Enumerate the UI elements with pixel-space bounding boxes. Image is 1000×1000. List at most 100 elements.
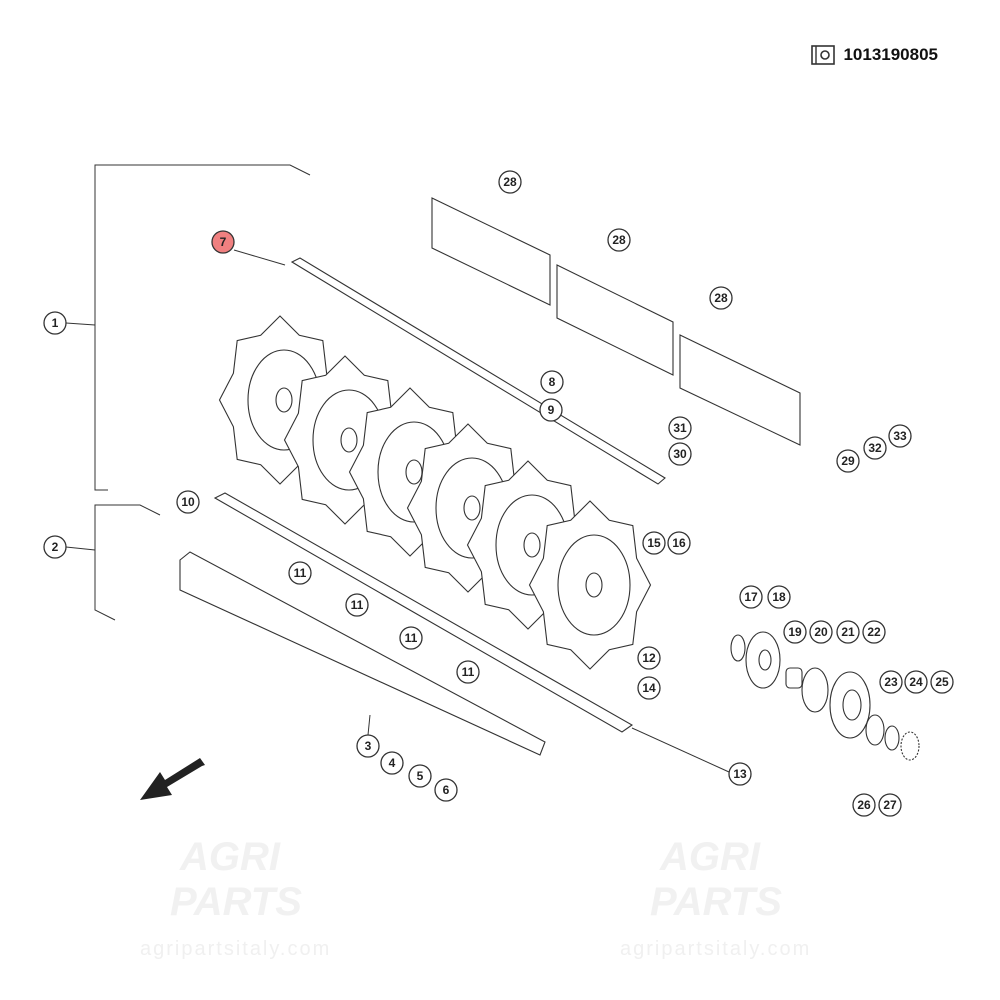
- callout-label: 27: [883, 798, 897, 812]
- callout-19[interactable]: 19: [783, 620, 807, 644]
- callout-14[interactable]: 14: [637, 676, 661, 700]
- watermark-logo: PARTS: [650, 880, 782, 924]
- callout-9[interactable]: 9: [539, 398, 563, 422]
- disc-bore: [585, 572, 603, 598]
- callout-25[interactable]: 25: [930, 670, 954, 694]
- callout-28[interactable]: 28: [607, 228, 631, 252]
- ring-23: [865, 714, 885, 746]
- callout-label: 33: [893, 429, 907, 443]
- panel-28-c: [679, 334, 801, 446]
- callout-26[interactable]: 26: [852, 793, 876, 817]
- callout-label: 19: [788, 625, 802, 639]
- callout-label: 3: [365, 739, 372, 753]
- disc-bore: [405, 459, 423, 485]
- callout-15[interactable]: 15: [642, 531, 666, 555]
- callout-11[interactable]: 11: [456, 660, 480, 684]
- callout-label: 13: [733, 767, 747, 781]
- callout-7[interactable]: 7: [211, 230, 235, 254]
- ring-24: [884, 725, 900, 751]
- callout-29[interactable]: 29: [836, 449, 860, 473]
- callout-label: 23: [884, 675, 898, 689]
- callout-2[interactable]: 2: [43, 535, 67, 559]
- direction-arrow: [140, 758, 205, 800]
- callout-label: 22: [867, 625, 881, 639]
- callout-label: 21: [841, 625, 855, 639]
- shaft-13: [213, 492, 634, 733]
- callout-5[interactable]: 5: [408, 764, 432, 788]
- ring-25: [900, 731, 920, 761]
- callout-6[interactable]: 6: [434, 778, 458, 802]
- watermark-url: agripartsitaly.com: [140, 938, 331, 960]
- callout-17[interactable]: 17: [739, 585, 763, 609]
- panel-28-a: [431, 197, 551, 306]
- callout-label: 20: [814, 625, 828, 639]
- callout-28[interactable]: 28: [498, 170, 522, 194]
- callout-label: 30: [673, 447, 687, 461]
- bearing-20: [801, 667, 829, 713]
- part-number-header: 1013190805: [811, 44, 938, 66]
- callout-4[interactable]: 4: [380, 751, 404, 775]
- callout-label: 25: [935, 675, 949, 689]
- callout-label: 31: [673, 421, 687, 435]
- callout-12[interactable]: 12: [637, 646, 661, 670]
- callout-23[interactable]: 23: [879, 670, 903, 694]
- callout-label: 1: [52, 316, 59, 330]
- disc-bore: [275, 387, 293, 413]
- callout-label: 28: [714, 291, 728, 305]
- callout-28[interactable]: 28: [709, 286, 733, 310]
- callout-label: 12: [642, 651, 656, 665]
- callout-11[interactable]: 11: [399, 626, 423, 650]
- callout-33[interactable]: 33: [888, 424, 912, 448]
- callout-label: 10: [181, 495, 195, 509]
- group-bracket-2: [94, 504, 161, 621]
- callout-18[interactable]: 18: [767, 585, 791, 609]
- bushing-19: [785, 667, 803, 689]
- angle-bar-3: [179, 551, 546, 756]
- part-number: 1013190805: [843, 45, 938, 64]
- seal-17: [730, 634, 746, 662]
- callout-1[interactable]: 1: [43, 311, 67, 335]
- watermark-logo: AGRI: [659, 835, 761, 879]
- callout-8[interactable]: 8: [540, 370, 564, 394]
- rotor-discs: [218, 315, 652, 670]
- callout-21[interactable]: 21: [836, 620, 860, 644]
- callout-label: 4: [389, 756, 396, 770]
- panel-28-b: [556, 264, 674, 376]
- callout-27[interactable]: 27: [878, 793, 902, 817]
- callout-label: 11: [294, 566, 307, 580]
- callout-20[interactable]: 20: [809, 620, 833, 644]
- callout-22[interactable]: 22: [862, 620, 886, 644]
- callout-label: 8: [549, 375, 556, 389]
- callout-label: 7: [220, 235, 227, 249]
- rasp-bar-7: [290, 257, 666, 485]
- disc-bore: [340, 427, 358, 453]
- callout-label: 9: [548, 403, 555, 417]
- callout-10[interactable]: 10: [176, 490, 200, 514]
- callout-30[interactable]: 30: [668, 442, 692, 466]
- callout-label: 24: [909, 675, 923, 689]
- callout-label: 6: [443, 783, 450, 797]
- disc-bore: [523, 532, 541, 558]
- callout-11[interactable]: 11: [345, 593, 369, 617]
- callout-label: 28: [612, 233, 626, 247]
- callout-label: 15: [647, 536, 661, 550]
- callout-24[interactable]: 24: [904, 670, 928, 694]
- callout-13[interactable]: 13: [728, 762, 752, 786]
- callout-label: 18: [772, 590, 786, 604]
- callout-label: 11: [405, 631, 418, 645]
- callout-label: 11: [351, 598, 364, 612]
- callout-32[interactable]: 32: [863, 436, 887, 460]
- callout-label: 32: [868, 441, 882, 455]
- callout-16[interactable]: 16: [667, 531, 691, 555]
- callout-11[interactable]: 11: [288, 561, 312, 585]
- callout-3[interactable]: 3: [356, 734, 380, 758]
- callout-label: 14: [642, 681, 656, 695]
- disc-bore: [463, 495, 481, 521]
- callout-31[interactable]: 31: [668, 416, 692, 440]
- callout-label: 11: [462, 665, 475, 679]
- group-bracket-1: [94, 164, 311, 491]
- watermark-url: agripartsitaly.com: [620, 938, 811, 960]
